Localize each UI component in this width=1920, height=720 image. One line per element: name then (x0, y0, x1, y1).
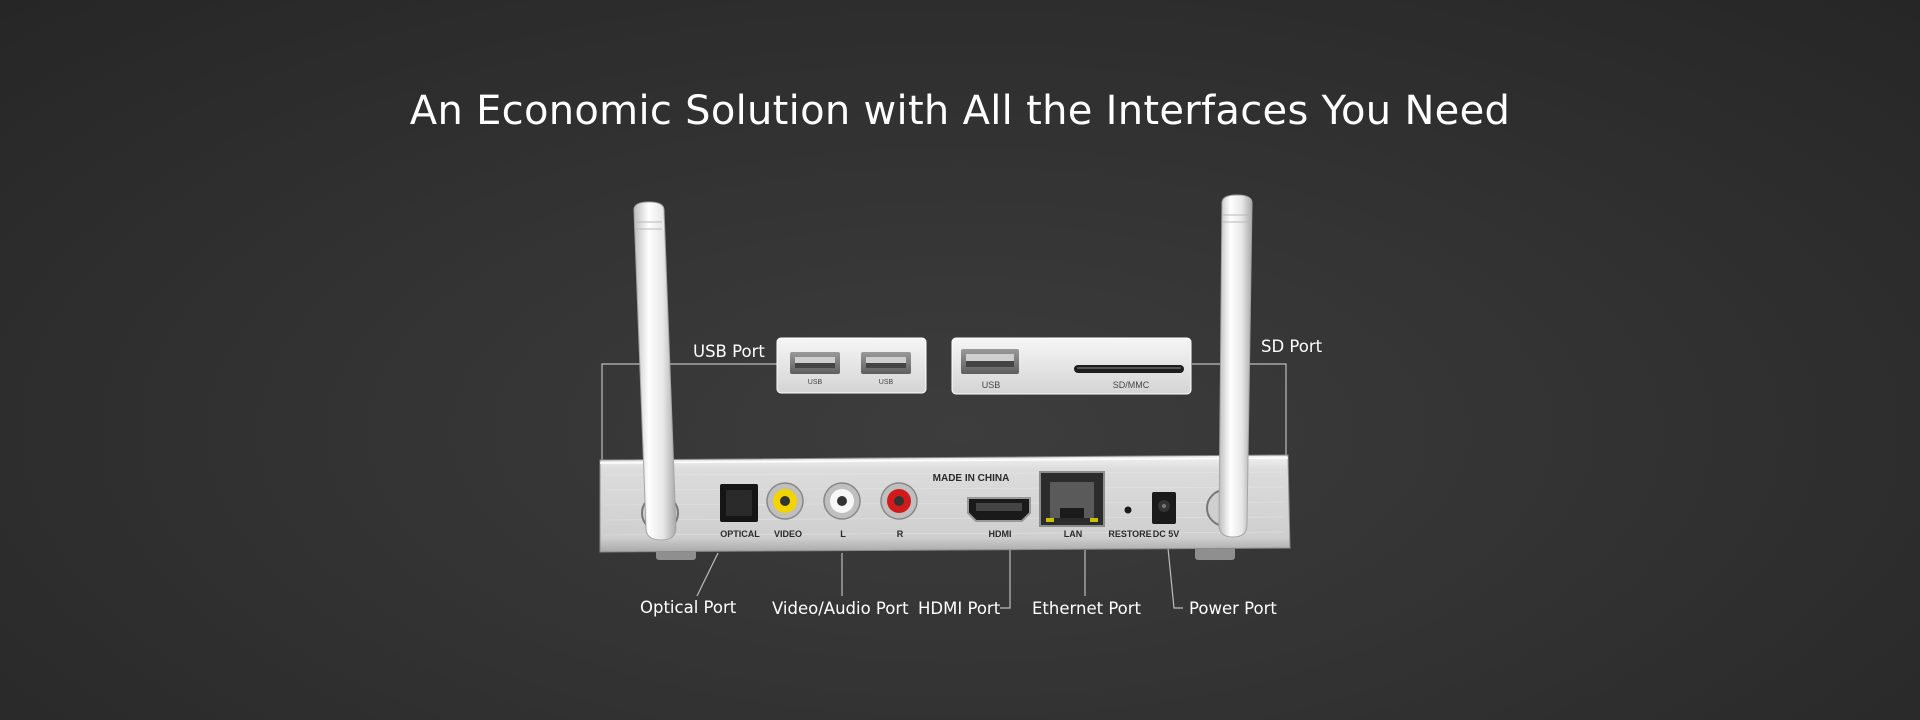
usb-label-a: USB (808, 379, 823, 386)
audio-right-jack-icon (880, 482, 918, 520)
video-audio-port-callout: Video/Audio Port (772, 599, 909, 618)
device-chassis (599, 454, 1291, 560)
made-in-china-label: MADE IN CHINA (933, 473, 1010, 484)
hdmi-port-callout: HDMI Port (918, 599, 1001, 618)
sd-slot-icon (1074, 365, 1184, 373)
video-jack-icon (766, 482, 804, 520)
power-port-callout: Power Port (1189, 599, 1277, 618)
optical-port-callout: Optical Port (640, 598, 737, 617)
restore-button-icon (1124, 506, 1132, 514)
usb-connector-icon (790, 352, 840, 374)
power-leader (1167, 547, 1183, 609)
audio-left-jack-icon (823, 482, 861, 520)
audio-right-label: R (897, 529, 904, 539)
page-title: An Economic Solution with All the Interf… (409, 88, 1511, 134)
usb-port-callout: USB Port (693, 342, 765, 361)
hdmi-label: HDMI (989, 529, 1012, 539)
usb-connector-icon (861, 352, 911, 374)
optical-label: OPTICAL (720, 529, 760, 539)
sd-label: SD/MMC (1113, 380, 1150, 390)
power-jack-icon (1152, 492, 1176, 524)
hdmi-leader (1000, 550, 1011, 609)
usb-connector-icon (961, 349, 1019, 374)
restore-label: RESTORE (1108, 529, 1151, 539)
dc-label: DC 5V (1153, 529, 1180, 539)
optical-port-icon (720, 484, 758, 522)
hdmi-port-icon (967, 497, 1031, 522)
sd-port-callout: SD Port (1261, 337, 1323, 356)
usb-leader (601, 363, 777, 460)
usb-label-c: USB (982, 380, 1001, 390)
audio-left-label: L (840, 529, 846, 539)
usb-zoom-panel: USB USB (776, 337, 927, 394)
ethernet-port-callout: Ethernet Port (1032, 599, 1142, 618)
sd-zoom-panel: USB SD/MMC (951, 337, 1192, 395)
usb-label-b: USB (879, 379, 894, 386)
antenna-right (1218, 194, 1253, 538)
video-label: VIDEO (774, 529, 802, 539)
antenna-left (633, 201, 677, 541)
ethernet-port-icon (1039, 471, 1105, 527)
optical-leader (696, 552, 719, 597)
lan-label: LAN (1064, 529, 1083, 539)
